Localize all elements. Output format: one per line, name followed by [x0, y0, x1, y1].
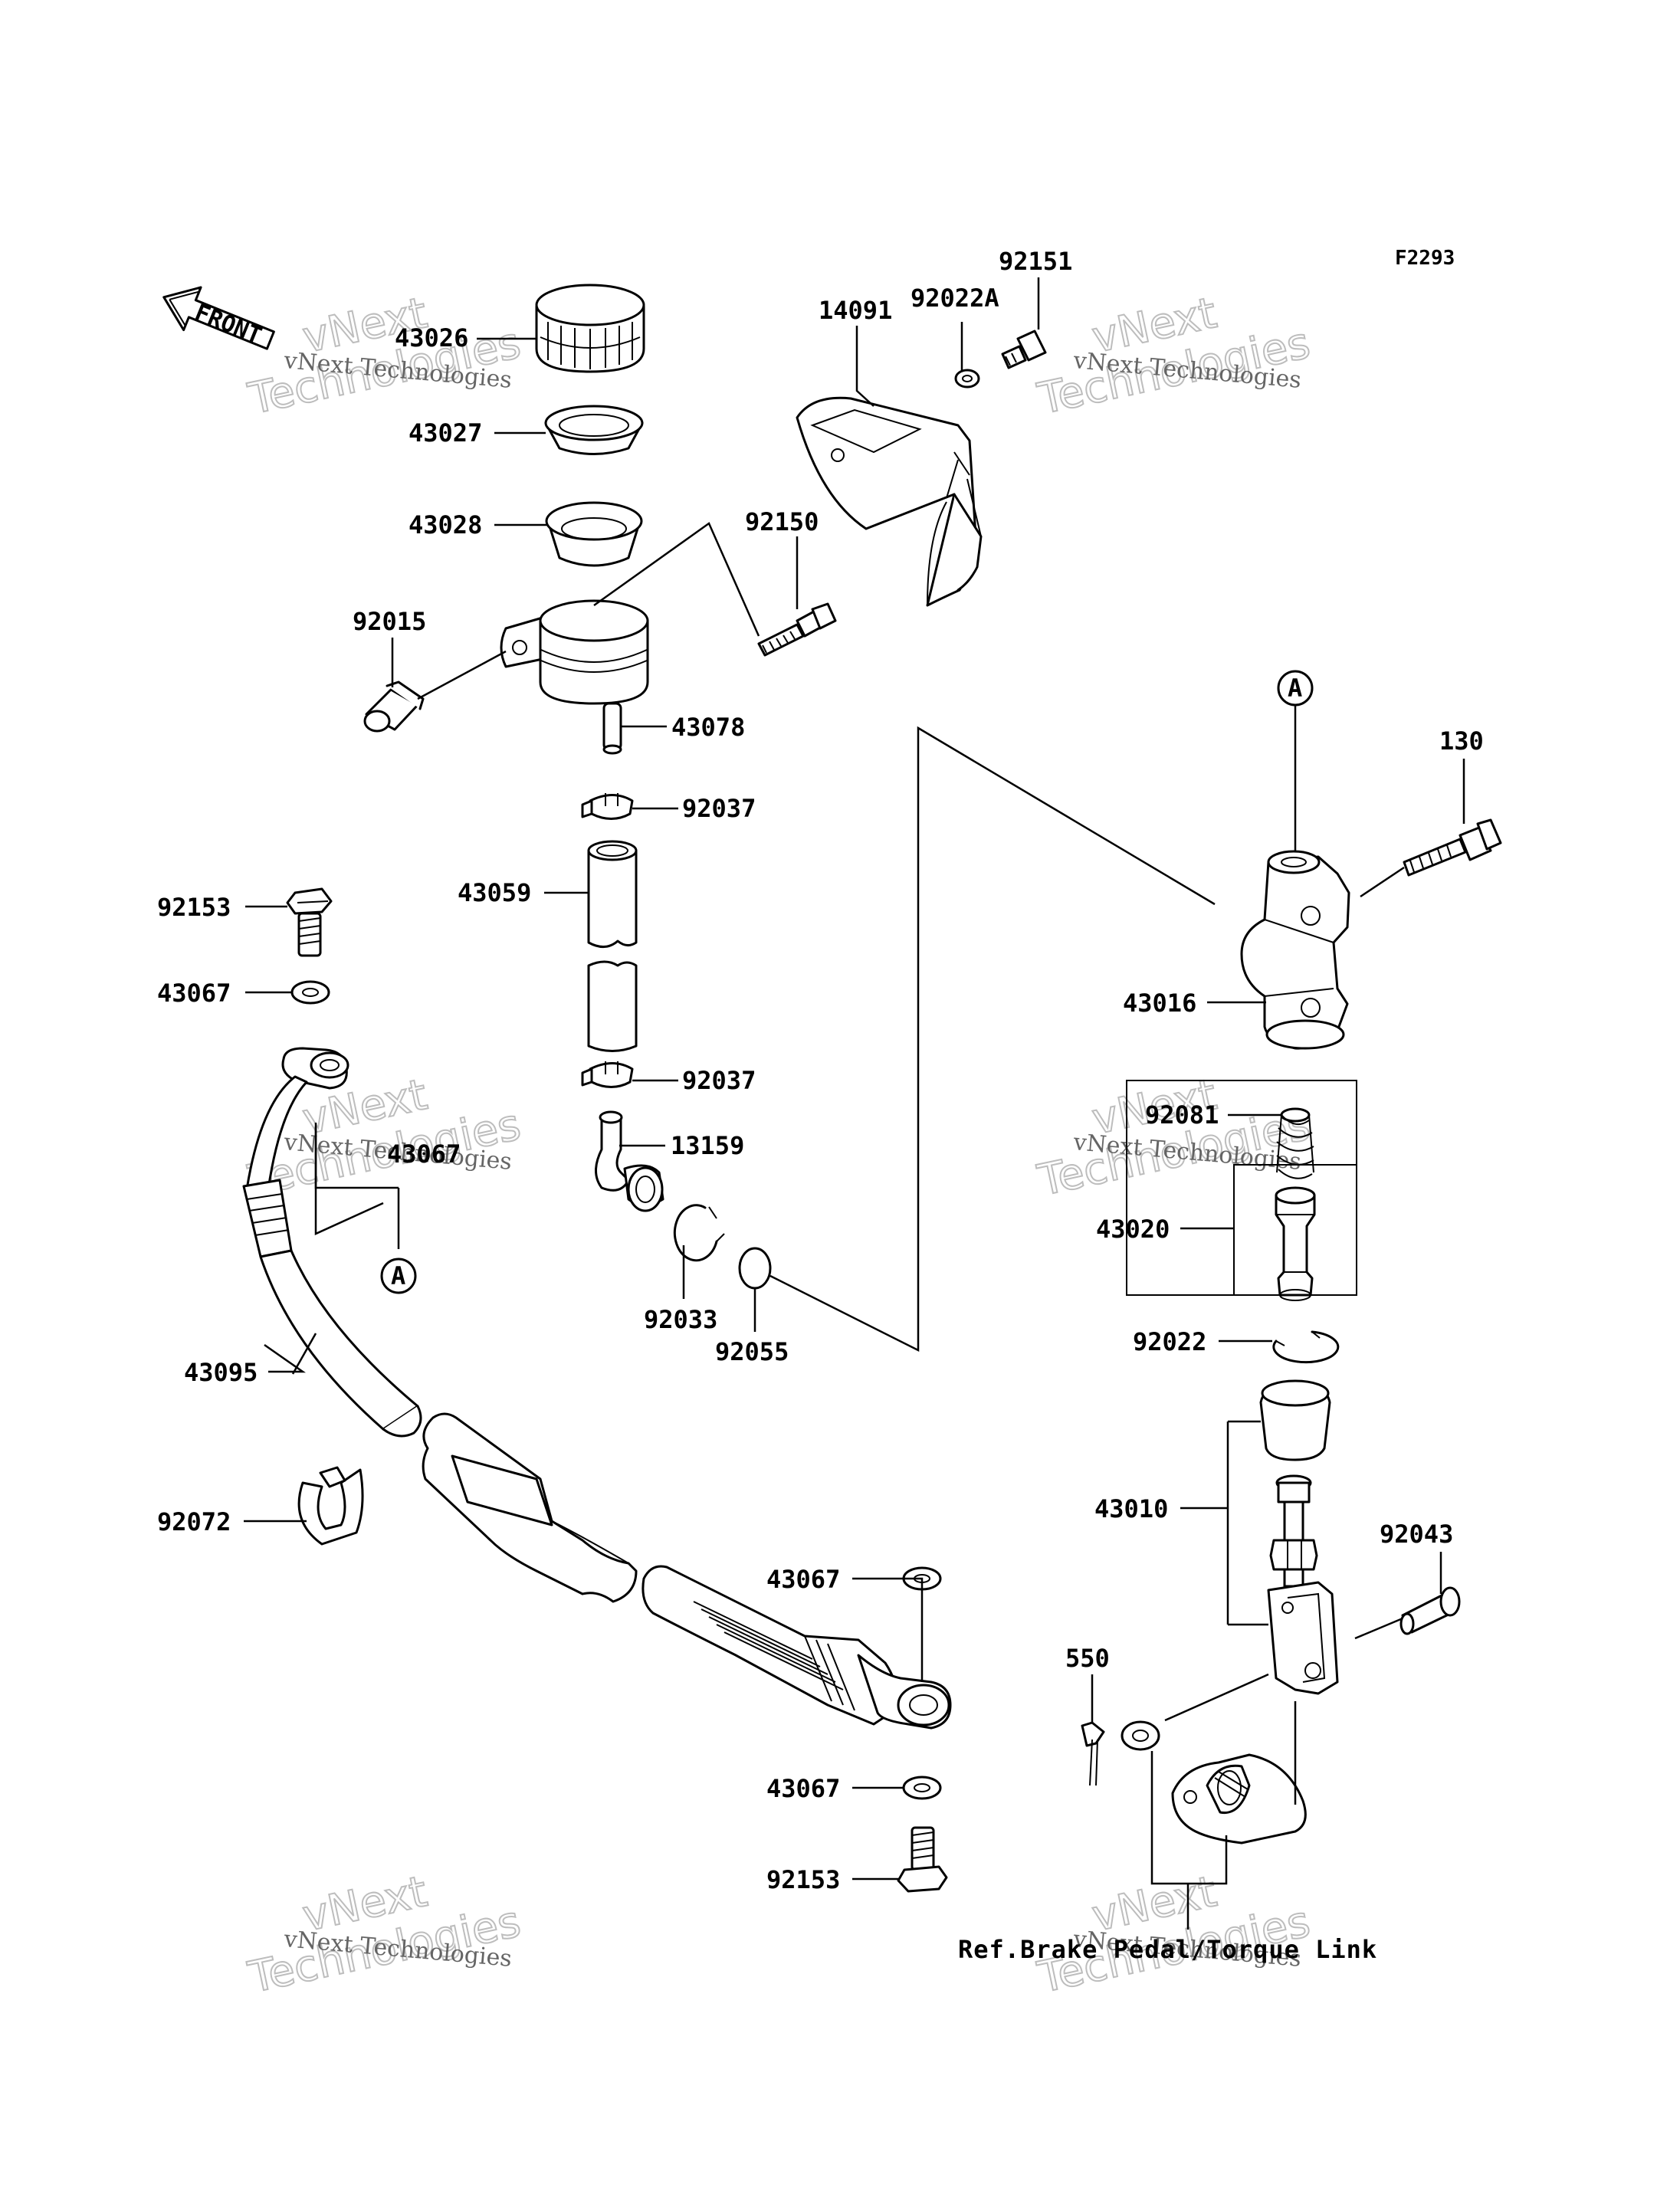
part-label-43020: 43020	[1096, 1215, 1170, 1244]
part-label-92153: 92153	[766, 1865, 840, 1894]
o-ring-icon	[738, 1247, 772, 1290]
reservoir-body-icon	[500, 599, 649, 755]
part-label-43028: 43028	[409, 510, 482, 539]
leader-line	[264, 1343, 306, 1373]
part-label-92022: 92022	[1133, 1327, 1206, 1356]
washer-icon	[954, 369, 980, 389]
part-label-43067: 43067	[387, 1139, 461, 1169]
callout-marker-label: A	[1288, 674, 1302, 703]
watermark-middle-right: Technologies vNext vNext Technologies	[1032, 1069, 1314, 1207]
part-label-130: 130	[1439, 726, 1484, 756]
part-label-43016: 43016	[1123, 989, 1196, 1018]
part-label-92022A: 92022A	[911, 284, 999, 313]
reservoir-hose-icon	[587, 840, 638, 1052]
part-label-43067: 43067	[766, 1565, 840, 1594]
front-label: FRONT	[191, 299, 265, 349]
banjo-bolt-icon	[286, 887, 333, 957]
master-cylinder-icon	[1240, 850, 1350, 1050]
diagram-code: F2293	[1395, 247, 1455, 270]
part-label-43010: 43010	[1094, 1494, 1168, 1523]
copper-washer-icon	[902, 1776, 942, 1800]
diaphragm-icon	[545, 501, 643, 567]
part-label-92037: 92037	[682, 794, 756, 823]
connector-line	[769, 726, 1216, 1353]
hose-band-clamp-icon	[297, 1466, 364, 1546]
hose-clamp-icon	[581, 793, 634, 820]
connector-line	[593, 522, 760, 637]
part-label-92033: 92033	[644, 1305, 717, 1334]
connector-line	[1164, 1673, 1269, 1722]
reference-note: Ref.Brake Pedal/Torque Link	[958, 1935, 1377, 1964]
elbow-fitting-icon	[595, 1110, 664, 1212]
pedal-link-icon	[1171, 1753, 1307, 1844]
part-label-550: 550	[1065, 1644, 1110, 1673]
part-label-92043: 92043	[1380, 1520, 1453, 1549]
hose-clamp-icon	[581, 1061, 634, 1088]
cover-icon	[796, 396, 983, 607]
collar-icon	[363, 680, 425, 733]
circlip-icon	[1272, 1330, 1340, 1364]
part-label-92081: 92081	[1145, 1100, 1219, 1130]
part-label-92072: 92072	[157, 1507, 231, 1536]
part-label-92150: 92150	[745, 507, 819, 536]
leader-line	[855, 326, 874, 407]
connector-line	[1150, 1751, 1228, 1885]
bolt-icon	[757, 602, 837, 657]
callout-marker-a: A	[380, 1258, 417, 1294]
mounting-bolt-icon	[1403, 818, 1502, 877]
watermark-bottom-left: Technologies vNext vNext Technologies	[243, 1866, 525, 2004]
leader-line	[852, 1577, 924, 1682]
part-label-43059: 43059	[458, 878, 531, 907]
part-label-43078: 43078	[671, 713, 745, 742]
bolt-icon	[1001, 330, 1047, 369]
copper-washer-icon	[290, 980, 330, 1005]
part-label-43067: 43067	[157, 979, 231, 1008]
callout-marker-label: A	[391, 1261, 405, 1290]
brake-hose-icon	[242, 1047, 952, 1730]
diaphragm-plate-icon	[544, 405, 644, 455]
reservoir-cap-icon	[535, 284, 645, 373]
part-label-43067: 43067	[766, 1774, 840, 1803]
clevis-pin-icon	[1399, 1586, 1461, 1635]
push-rod-icon	[1259, 1379, 1339, 1695]
part-label-92015: 92015	[353, 607, 426, 636]
leader-line	[1228, 1420, 1268, 1626]
part-label-14091: 14091	[819, 296, 892, 325]
connector-line	[314, 1126, 384, 1235]
circlip-icon	[673, 1204, 725, 1262]
part-label-43026: 43026	[395, 323, 468, 353]
connector-line	[1360, 866, 1405, 898]
part-label-92037: 92037	[682, 1066, 756, 1095]
part-label-92055: 92055	[715, 1337, 789, 1366]
part-label-92151: 92151	[999, 247, 1072, 276]
watermark-top-right: Technologies vNext vNext Technologies	[1032, 287, 1314, 425]
part-label-43027: 43027	[409, 418, 482, 448]
front-arrow-icon: FRONT	[162, 286, 275, 350]
leader-line	[417, 650, 507, 700]
cotter-pin-icon	[1081, 1721, 1105, 1786]
part-label-13159: 13159	[671, 1131, 744, 1160]
part-label-92153: 92153	[157, 893, 231, 922]
piston-icon	[1275, 1186, 1316, 1301]
part-label-43095: 43095	[184, 1358, 258, 1387]
connector-line	[1354, 1617, 1403, 1640]
banjo-bolt-icon	[897, 1826, 948, 1893]
callout-marker-a: A	[1277, 670, 1314, 707]
washer-icon	[1121, 1720, 1160, 1751]
watermark-top-left: Technologies vNext vNext Technologies	[243, 287, 525, 425]
